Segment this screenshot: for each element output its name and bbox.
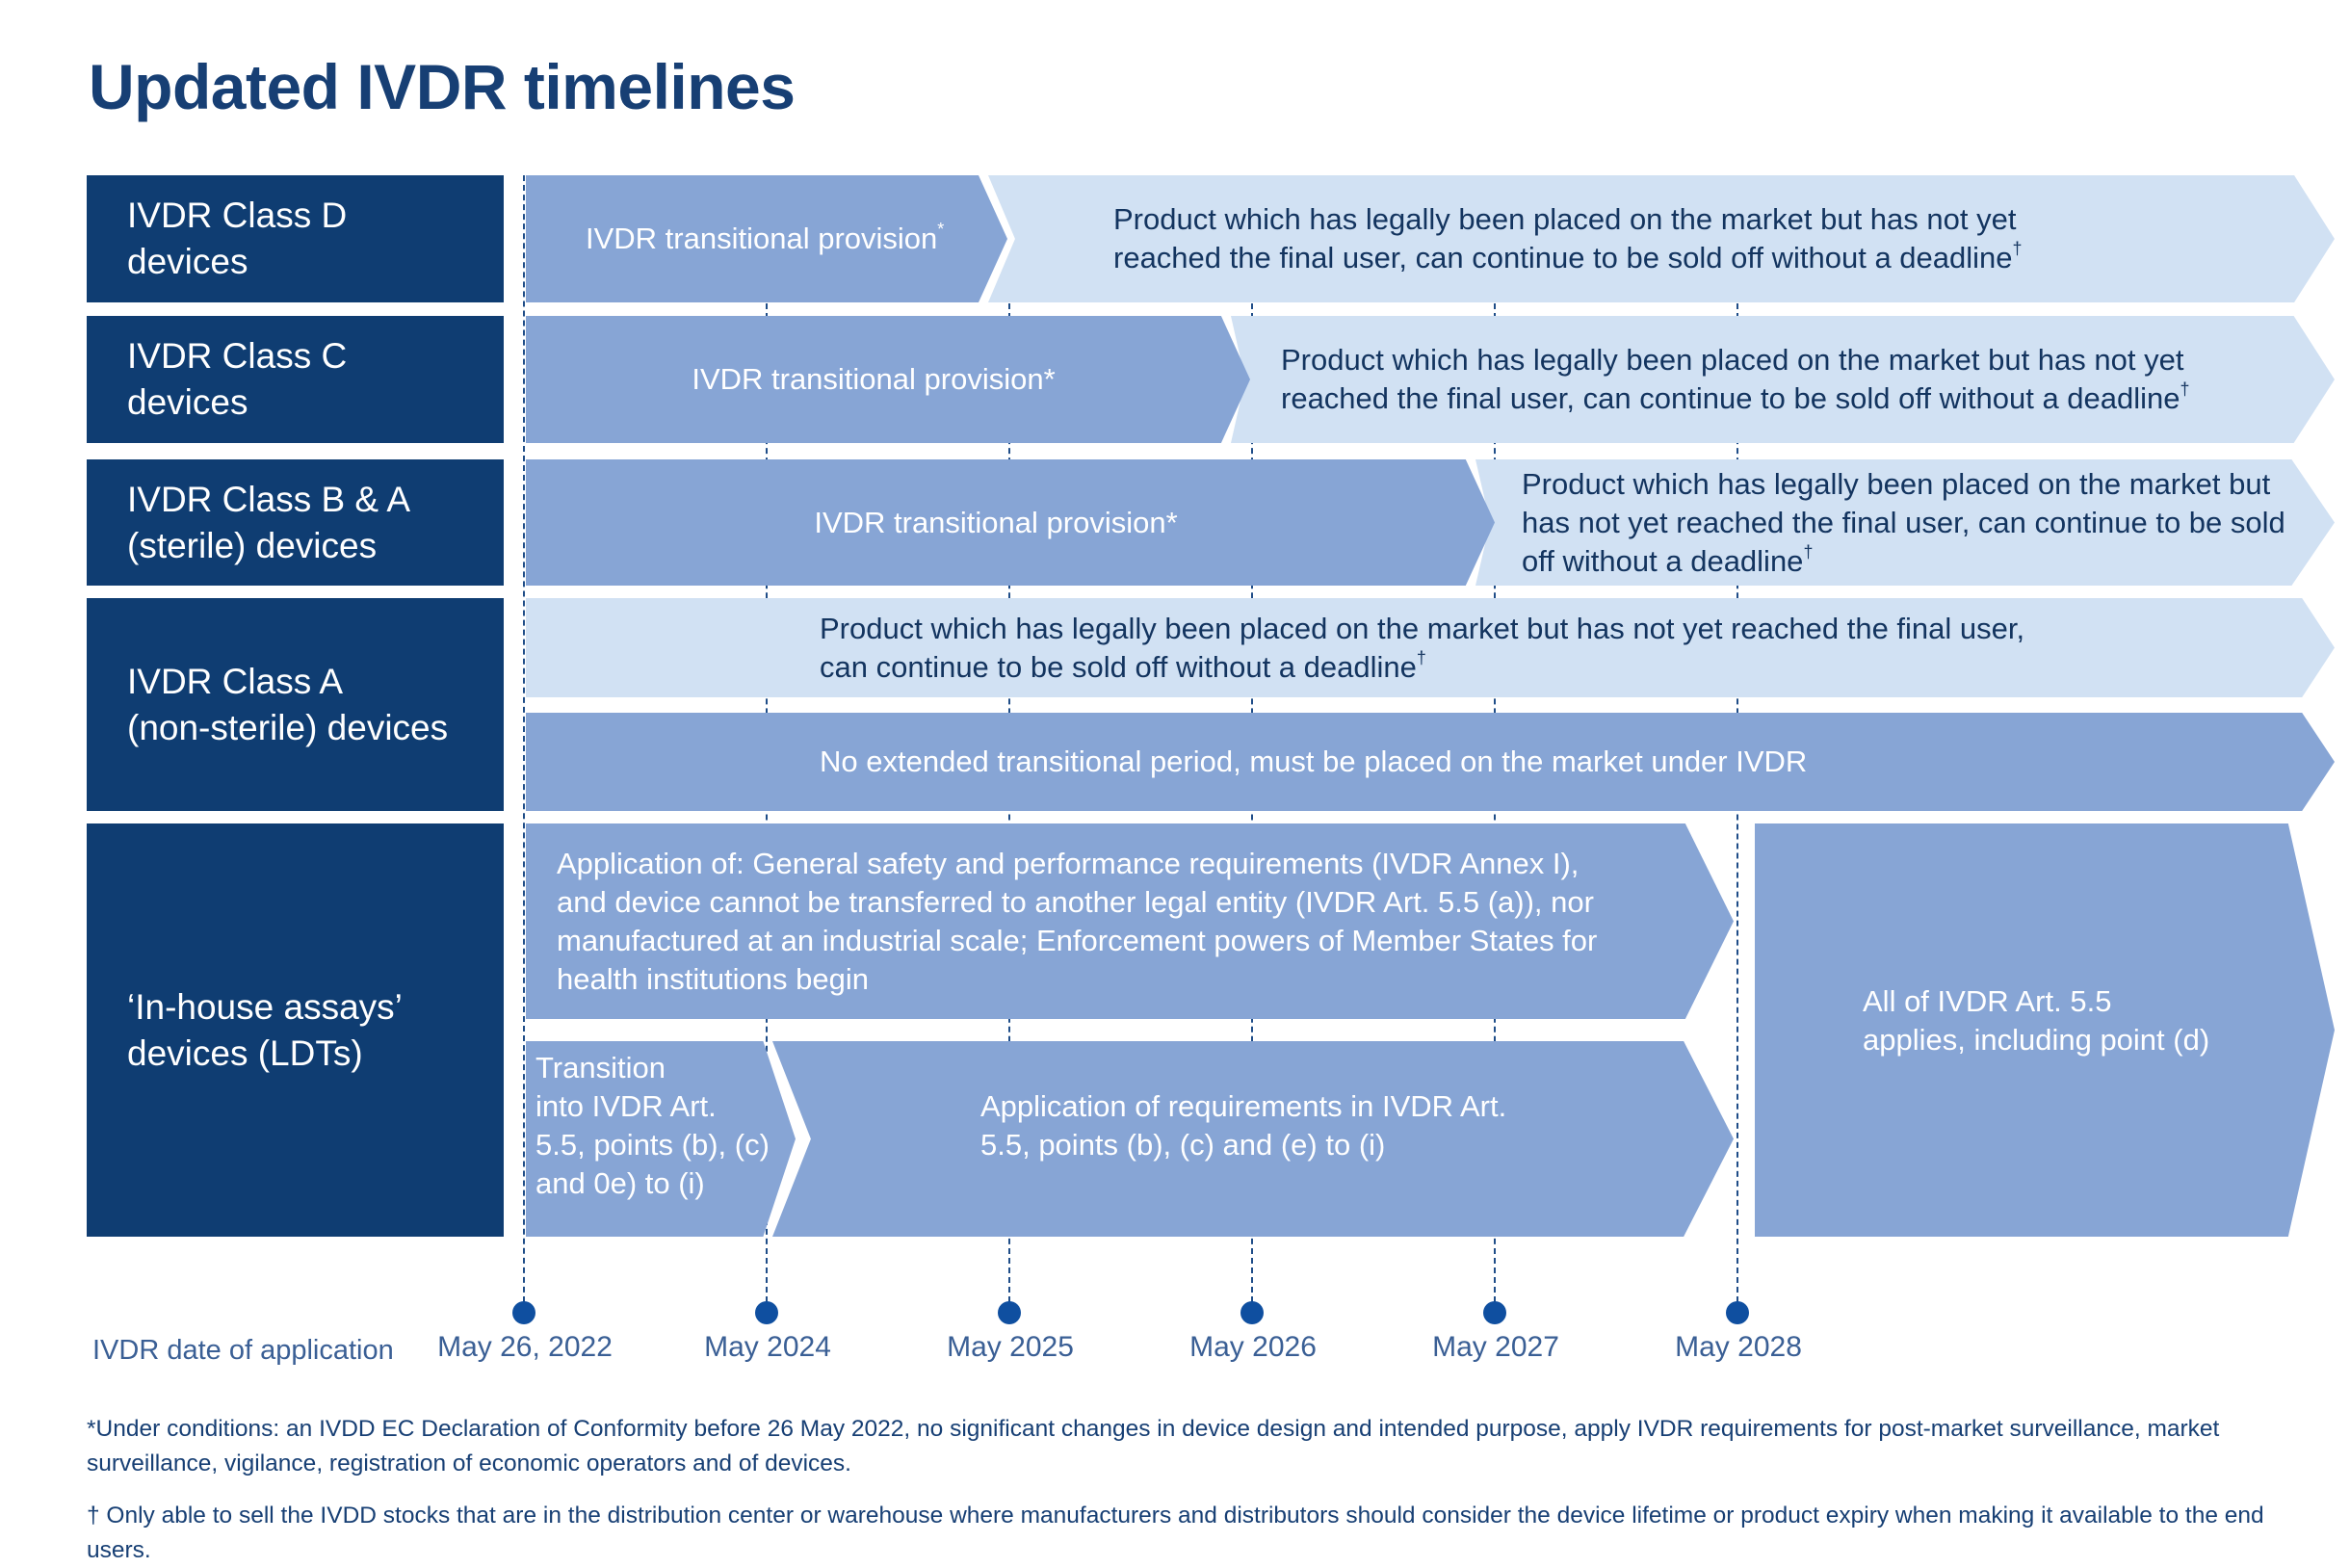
timeline-dot-2024 (755, 1301, 778, 1324)
date-label-2027: May 2027 (1432, 1331, 1559, 1363)
footnote-dagger: † Only able to sell the IVDD stocks that… (87, 1503, 2264, 1563)
date-label-2028: May 2028 (1675, 1331, 1802, 1363)
timeline-dot-2022 (512, 1301, 535, 1324)
dagger-mark: † (1803, 541, 1814, 562)
category-class-d-label: IVDR Class D devices (127, 196, 348, 281)
date-guide-line-2022 (523, 175, 525, 1312)
date-label-2022: May 26, 2022 (437, 1331, 613, 1363)
category-class-b-a-sterile: IVDR Class B & A (sterile) devices (87, 459, 504, 586)
class-d-transitional-arrow: IVDR transitional provision* (526, 175, 1007, 302)
timeline-axis-label: IVDR date of application (92, 1335, 394, 1366)
page-title: Updated IVDR timelines (89, 51, 796, 122)
ldt-full-application-arrow: All of IVDR Art. 5.5 applies, including … (1755, 823, 2335, 1237)
category-class-c-label: IVDR Class C devices (127, 336, 348, 422)
class-d-transitional-text: IVDR transitional provision (586, 222, 938, 255)
class-ba-sell-off-arrow: Product which has legally been placed on… (1475, 459, 2335, 586)
class-c-sell-off-text: Product which has legally been placed on… (1281, 343, 2184, 415)
category-class-c: IVDR Class C devices (87, 316, 504, 443)
dagger-mark: † (2180, 379, 2190, 399)
timeline-dot-2025 (998, 1301, 1021, 1324)
ldt-full-application-text: All of IVDR Art. 5.5 applies, including … (1863, 983, 2210, 1057)
asterisk-mark: * (937, 220, 945, 239)
class-d-sell-off-arrow: Product which has legally been placed on… (988, 175, 2335, 302)
timeline-dot-2028 (1726, 1301, 1749, 1324)
ldt-application-arrow: Application of: General safety and perfo… (526, 823, 1734, 1019)
date-label-2026: May 2026 (1189, 1331, 1317, 1363)
ldt-transition-arrow: Transition into IVDR Art. 5.5, points (b… (526, 1041, 796, 1237)
ldt-requirements-arrow: Application of requirements in IVDR Art.… (772, 1041, 1734, 1237)
timeline-dot-2026 (1240, 1301, 1264, 1324)
class-c-transitional-text: IVDR transitional provision* (692, 362, 1056, 396)
category-class-a-label: IVDR Class A (non-sterile) devices (127, 661, 449, 747)
category-class-a-non-sterile: IVDR Class A (non-sterile) devices (87, 598, 504, 811)
dagger-mark: † (1416, 647, 1426, 667)
class-ba-transitional-text: IVDR transitional provision* (814, 505, 1178, 539)
class-a-sell-off-arrow: Product which has legally been placed on… (526, 598, 2335, 697)
class-d-sell-off-text: Product which has legally been placed on… (1113, 202, 2017, 274)
date-label-2024: May 2024 (704, 1331, 831, 1363)
class-a-sell-off-text: Product which has legally been placed on… (820, 611, 2025, 684)
date-label-2025: May 2025 (947, 1331, 1074, 1363)
footnote-asterisk: *Under conditions: an IVDD EC Declaratio… (87, 1416, 2220, 1477)
category-ldt-label: ‘In-house assays’ devices (LDTs) (127, 986, 403, 1073)
class-c-sell-off-arrow: Product which has legally been placed on… (1231, 316, 2335, 443)
category-ldt: ‘In-house assays’ devices (LDTs) (87, 823, 504, 1237)
class-ba-sell-off-text: Product which has legally been placed on… (1522, 466, 2285, 578)
class-c-transitional-arrow: IVDR transitional provision* (526, 316, 1250, 443)
dagger-mark: † (2012, 239, 2023, 258)
class-a-no-extension-arrow: No extended transitional period, must be… (526, 713, 2335, 811)
category-class-d: IVDR Class D devices (87, 175, 504, 302)
ldt-requirements-text: Application of requirements in IVDR Art.… (980, 1088, 1507, 1162)
class-a-no-extension-text: No extended transitional period, must be… (820, 745, 1808, 778)
timeline-dot-2027 (1483, 1301, 1506, 1324)
class-ba-transitional-arrow: IVDR transitional provision* (526, 459, 1495, 586)
ldt-transition-text: Transition into IVDR Art. 5.5, points (b… (535, 1051, 770, 1200)
category-class-b-a-label: IVDR Class B & A (sterile) devices (127, 479, 411, 565)
ldt-application-text: Application of: General safety and perfo… (557, 846, 1598, 996)
